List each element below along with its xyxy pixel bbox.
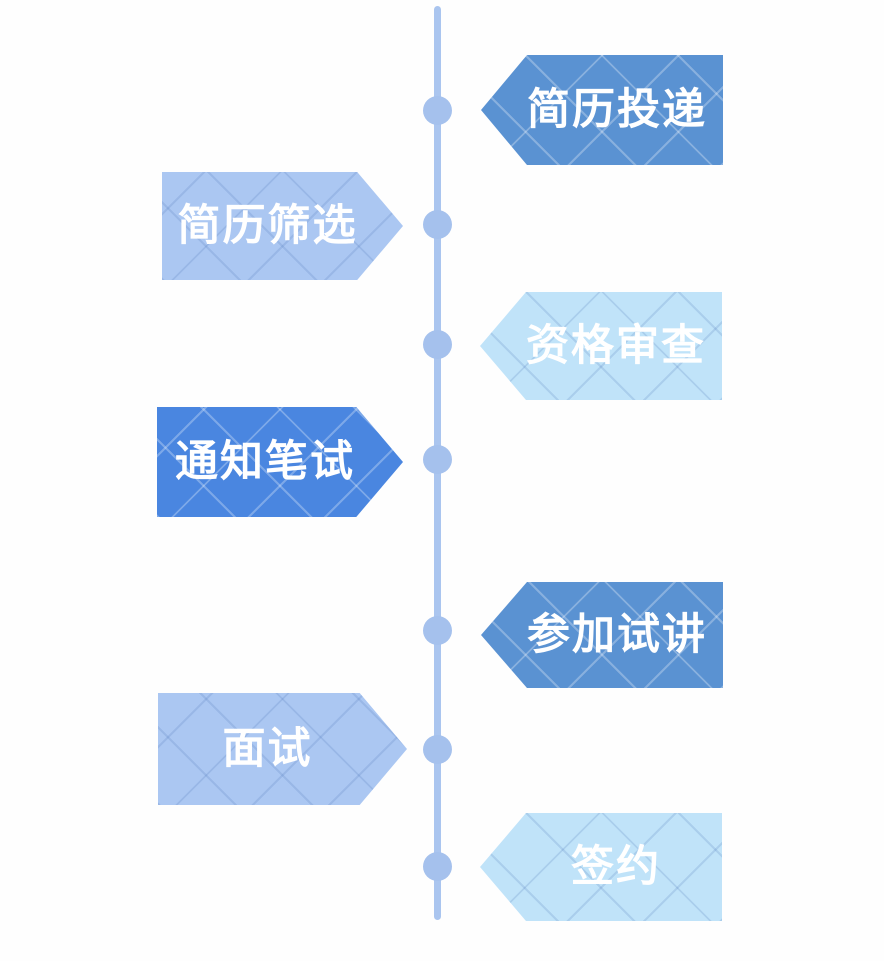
stage-banner-trial-lecture: 参加试讲 — [481, 582, 723, 688]
stage-label: 参加试讲 — [527, 610, 707, 659]
stage-banner-interview: 面试 — [158, 693, 407, 805]
timeline-node — [423, 445, 452, 474]
stage-label: 资格审查 — [526, 321, 706, 370]
timeline-node — [423, 852, 452, 881]
stage-label: 签约 — [571, 842, 661, 891]
timeline-node — [423, 330, 452, 359]
timeline-node — [423, 735, 452, 764]
stage-banner-signing: 签约 — [480, 813, 722, 921]
stage-label: 通知笔试 — [175, 437, 355, 486]
stage-label: 简历筛选 — [177, 201, 358, 250]
timeline-node — [423, 210, 452, 239]
stage-banner-written-test-notice: 通知笔试 — [157, 407, 403, 517]
timeline-node — [423, 96, 452, 125]
stage-banner-resume-screening: 简历筛选 — [162, 172, 403, 280]
stage-label: 面试 — [222, 724, 313, 773]
stage-banner-qualification-review: 资格审查 — [480, 292, 722, 400]
stage-label: 简历投递 — [527, 85, 707, 134]
stage-banner-resume-submission: 简历投递 — [481, 55, 723, 165]
timeline-node — [423, 616, 452, 645]
